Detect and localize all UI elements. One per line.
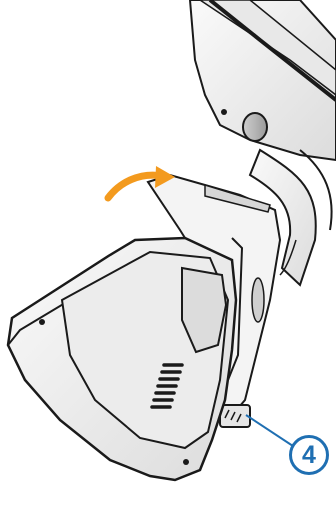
suction-mount-head (190, 0, 336, 160)
mount-cradle-connector (220, 405, 250, 427)
callout-4-label: 4 (302, 443, 316, 468)
navigation-device (8, 238, 236, 480)
callout-4-badge: 4 (289, 435, 329, 475)
